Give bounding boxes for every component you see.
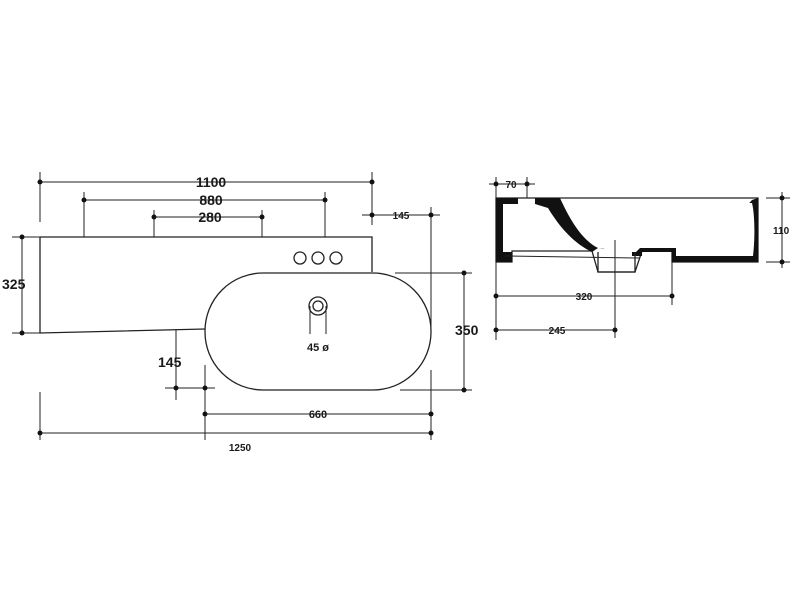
section-left-wall bbox=[496, 198, 518, 262]
dim-dot bbox=[37, 179, 43, 185]
section-rim bbox=[535, 198, 598, 252]
section-bowl-interior bbox=[604, 203, 755, 256]
dim-dot bbox=[524, 181, 530, 187]
dim-dot bbox=[779, 259, 785, 265]
dim-dot bbox=[428, 212, 434, 218]
dim-dot bbox=[173, 385, 179, 391]
dim-dot bbox=[202, 385, 208, 391]
dim-dot bbox=[369, 212, 375, 218]
dim-dot bbox=[37, 430, 43, 436]
tap-hole-left bbox=[293, 251, 307, 265]
dim-dot bbox=[19, 330, 25, 336]
dim-label-145-bottom: 145 bbox=[158, 354, 182, 370]
waste-outer bbox=[308, 296, 328, 316]
dim-dot bbox=[151, 214, 157, 220]
bowl-outline bbox=[204, 272, 432, 391]
dim-dot bbox=[779, 195, 785, 201]
dim-dot bbox=[259, 214, 265, 220]
dim-dot bbox=[202, 411, 208, 417]
dim-label-880: 880 bbox=[199, 192, 223, 208]
dim-label-1250: 1250 bbox=[229, 443, 252, 454]
dim-label-660: 660 bbox=[309, 409, 327, 421]
dim-label-110: 110 bbox=[773, 226, 790, 237]
dim-dot bbox=[669, 293, 675, 299]
dim-label-70: 70 bbox=[505, 180, 517, 191]
dim-dot bbox=[493, 181, 499, 187]
dim-label-245: 245 bbox=[549, 326, 566, 337]
dim-label-320: 320 bbox=[576, 292, 593, 303]
dim-label-325: 325 bbox=[2, 276, 26, 292]
dim-dot bbox=[428, 430, 434, 436]
section-view: 70 110 320 245 bbox=[489, 177, 790, 340]
dim-label-1100: 1100 bbox=[196, 174, 227, 190]
dim-dot bbox=[493, 327, 499, 333]
section-drain bbox=[597, 252, 636, 273]
tap-hole-right bbox=[329, 251, 343, 265]
dim-label-waste-diameter: 45 ø bbox=[307, 342, 329, 354]
dim-dot bbox=[493, 293, 499, 299]
waste-inner bbox=[312, 300, 324, 312]
dim-dot bbox=[461, 387, 467, 393]
dim-label-280: 280 bbox=[198, 209, 222, 225]
dim-dot bbox=[19, 234, 25, 240]
dim-label-350: 350 bbox=[455, 322, 479, 338]
dim-dot bbox=[428, 411, 434, 417]
dim-dot bbox=[612, 327, 618, 333]
dim-dot bbox=[322, 197, 328, 203]
section-base-line bbox=[504, 255, 641, 259]
dim-dot bbox=[369, 179, 375, 185]
tap-hole-center bbox=[311, 251, 325, 265]
dim-dot bbox=[461, 270, 467, 276]
plan-view: 1100 880 280 145 325 350 bbox=[2, 172, 479, 454]
dim-dot bbox=[81, 197, 87, 203]
dim-label-145-top: 145 bbox=[393, 211, 410, 222]
